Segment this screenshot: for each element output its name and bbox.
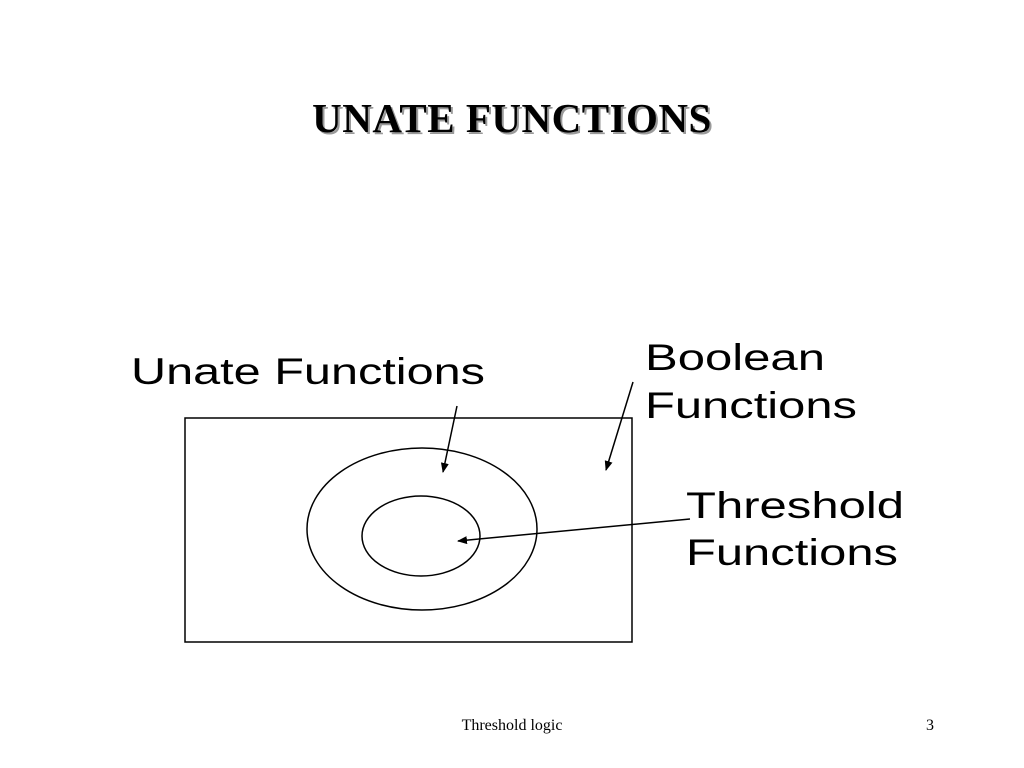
boolean-functions-label-line2: Functions [645, 385, 857, 426]
footer-text: Threshold logic [461, 717, 563, 734]
threshold-functions-label-line1: Threshold [686, 485, 904, 526]
unate-functions-ellipse [306, 447, 538, 611]
threshold-arrow [457, 518, 691, 545]
boolean-functions-label-line1: Boolean [645, 337, 825, 378]
threshold-functions-label-line2: Functions [686, 532, 898, 573]
boolean-arrow [604, 381, 634, 471]
unate-arrow [440, 405, 458, 473]
page-number: 3 [926, 717, 934, 734]
threshold-functions-ellipse [361, 495, 481, 577]
slide-title: UNATE FUNCTIONS [312, 95, 712, 141]
boolean-functions-box [184, 417, 633, 643]
unate-functions-label: Unate Functions [131, 351, 485, 392]
